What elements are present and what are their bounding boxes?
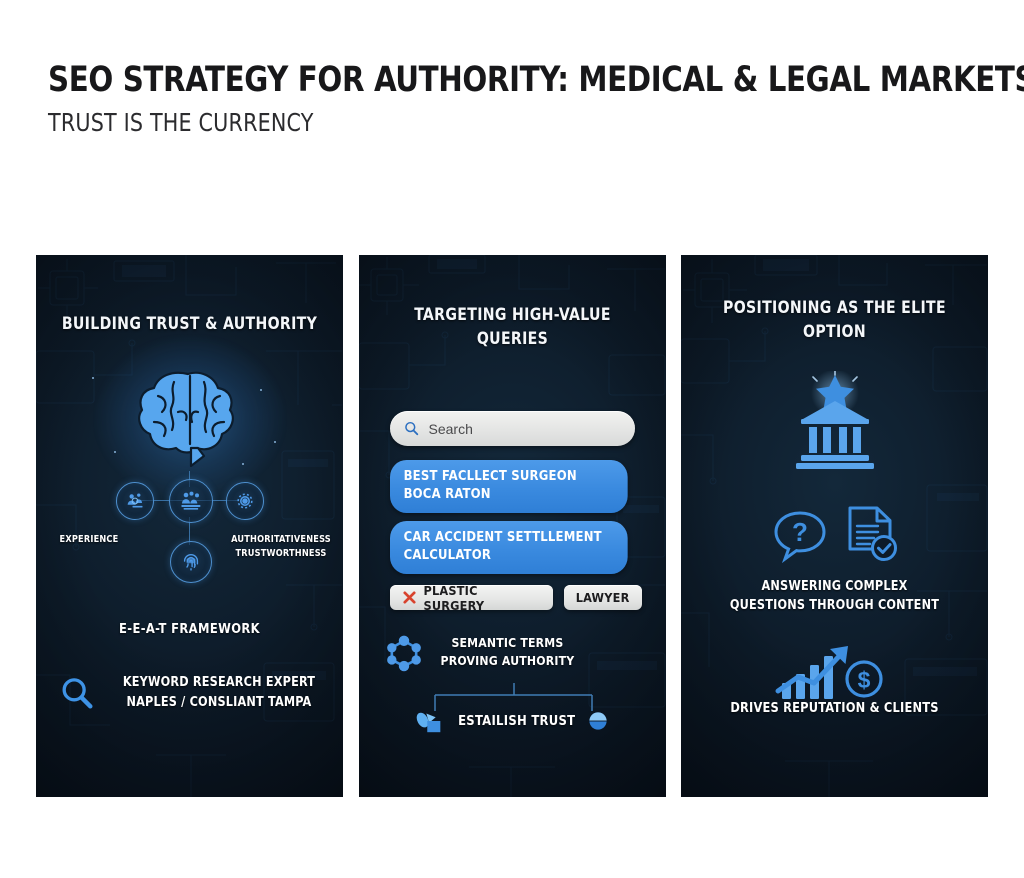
search-input[interactable]: Search (389, 411, 635, 446)
search-placeholder: Search (428, 420, 473, 437)
svg-text:$: $ (857, 667, 870, 693)
chip-plastic-surgery-label: PLASTIC SURGERY (423, 582, 485, 613)
chip-plastic-surgery[interactable]: PLASTIC SURGERY (389, 582, 553, 613)
magnifier-icon (62, 677, 93, 709)
answering-line-2: QUESTIONS THROUGH CONTENT (729, 598, 940, 614)
edge-right (193, 500, 239, 502)
spark (274, 441, 276, 443)
semantic-terms-text: SEMANTIC TERMS PROVING AUTHORITY (440, 635, 574, 671)
establish-trust-label: ESTAILISH TRUST (458, 713, 576, 729)
semantic-line-2: PROVING AUTHORITY (440, 654, 574, 669)
keyword-line-2: NAPLES / CONSLIANT TAMPA (126, 694, 312, 710)
search-icon (404, 421, 418, 436)
chip-lawyer[interactable]: LAWYER (563, 585, 642, 610)
page-subtitle: TRUST IS THE CURRENCY (48, 107, 314, 137)
drives-reputation-label: DRIVES REPUTATION & CLIENTS (730, 701, 939, 716)
panel-building-trust: BUILDING TRUST & AUTHORITY (36, 255, 343, 797)
qa-icon-row: ? (681, 505, 988, 563)
chip-lawyer-label: LAWYER (575, 590, 630, 605)
label-authoritativeness: AUTHORITATIVENESS (231, 534, 331, 545)
semantic-line-1: SEMANTIC TERMS (450, 635, 563, 651)
node-authoritativeness[interactable] (226, 482, 264, 520)
edge-bottom (189, 517, 191, 545)
keyword-research-text: KEYWORD RESEARCH EXPERT NAPLES / CONSLIA… (115, 673, 324, 712)
query-pill-2-line2: CALCULATOR (403, 548, 491, 564)
bank-hero (681, 371, 988, 475)
node-trustworthiness[interactable] (170, 541, 212, 583)
chip-row: PLASTIC SURGERY LAWYER (389, 582, 642, 613)
svg-text:?: ? (792, 517, 808, 547)
label-trustworthiness: TRUSTWORTHNESS (235, 548, 327, 559)
answering-complex-text: ANSWERING COMPLEX QUESTIONS THROUGH CONT… (696, 577, 972, 615)
panel-title-2: TARGETING HIGH-VALUE QUERIES (413, 305, 611, 348)
brain-hero (36, 335, 343, 501)
expertise-icon (181, 491, 201, 510)
semantic-terms-row: SEMANTIC TERMS PROVING AUTHORITY (383, 633, 578, 673)
spark (260, 389, 262, 391)
establish-trust-row: ESTAILISH TRUST (359, 707, 666, 735)
answering-line-1: ANSWERING COMPLEX (761, 579, 908, 594)
keyword-research-row: KEYWORD RESEARCH EXPERT NAPLES / CONSLIA… (58, 673, 329, 712)
spark (242, 463, 244, 465)
authoritativeness-gear-icon (237, 493, 253, 509)
panel-row: BUILDING TRUST & AUTHORITY (36, 255, 988, 797)
red-x-icon (402, 591, 416, 604)
trustworthiness-fingerprint-icon (183, 553, 199, 571)
panel-positioning-elite: POSITIONING AS THE ELITE OPTION (681, 255, 988, 797)
query-pill-1-line2: BOCA RATON (403, 487, 491, 503)
query-pill-2-line1: CAR ACCIDENT SETTLLEMENT (403, 530, 602, 545)
cursor-click-icon (416, 712, 441, 733)
bracket-connector (433, 683, 593, 711)
panel-title-1: BUILDING TRUST & AUTHORITY (61, 314, 318, 333)
spark (92, 377, 94, 379)
query-pill-1[interactable]: BEST FACLLECT SURGEON BOCA RATON (389, 460, 628, 514)
spark (114, 451, 116, 453)
eeat-framework-label: E-E-A-T FRAMEWORK (119, 621, 260, 637)
brain-icon (137, 371, 234, 468)
keyword-line-1: KEYWORD RESEARCH EXPERT (122, 675, 316, 690)
sphere-icon (589, 712, 607, 730)
molecule-icon (386, 635, 421, 672)
panel-targeting-queries: TARGETING HIGH-VALUE QUERIES Search BEST… (358, 255, 666, 797)
page-title: SEO STRATEGY FOR AUTHORITY: MEDICAL & LE… (48, 60, 1024, 100)
growth-hero: $ (681, 643, 988, 703)
page-header: SEO STRATEGY FOR AUTHORITY: MEDICAL & LE… (48, 60, 1024, 137)
node-expertise[interactable] (169, 479, 213, 523)
edge-left (140, 500, 186, 502)
document-check-icon (848, 506, 897, 561)
bank-star-icon (795, 371, 874, 469)
query-pill-2[interactable]: CAR ACCIDENT SETTLLEMENT CALCULATOR (389, 521, 628, 575)
node-experience[interactable] (116, 482, 154, 520)
panel-title-3: POSITIONING AS THE ELITE OPTION (723, 298, 946, 341)
growth-chart-dollar-icon: $ (775, 646, 883, 699)
experience-icon (127, 493, 143, 508)
query-pill-1-line1: BEST FACLLECT SURGEON (403, 469, 577, 484)
eeat-node-graph: EXPERIENCE AUTHORITATIVENESS TRUSTWORTHN… (36, 471, 343, 601)
question-bubble-icon: ? (773, 511, 826, 563)
label-experience: EXPERIENCE (59, 534, 119, 545)
